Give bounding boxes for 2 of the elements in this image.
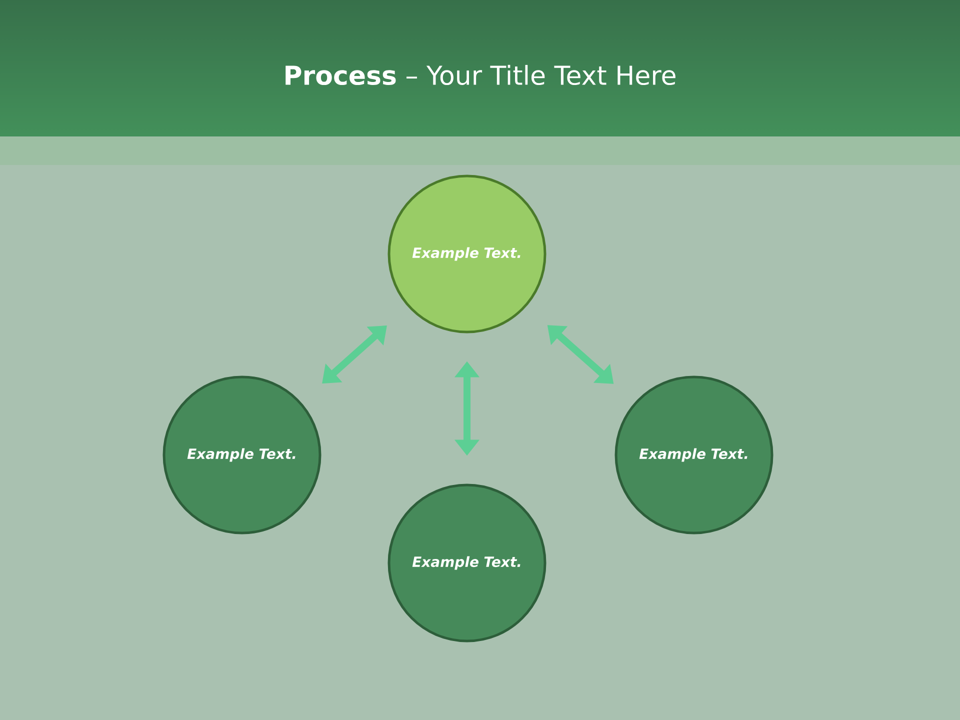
double-arrow <box>322 326 387 384</box>
slide-title: Process – Your Title Text Here <box>286 64 676 86</box>
